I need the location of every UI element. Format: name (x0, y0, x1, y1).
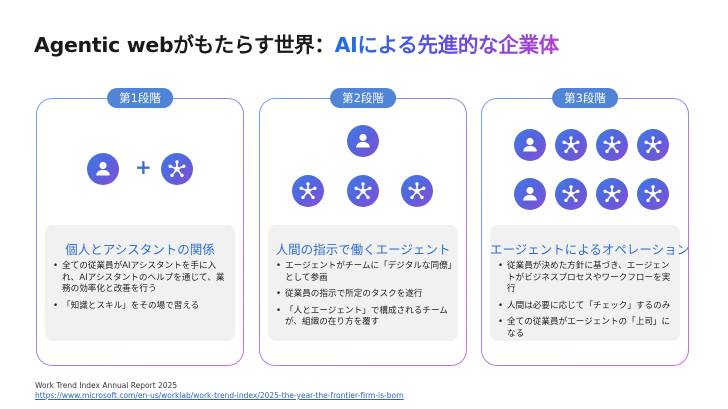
stage-1-panel: 個人とアシスタントの関係 全ての従業員がAIアシスタントを手に入れ、AIアシスタ… (45, 225, 235, 341)
stage-1-tag: 第1段階 (107, 88, 173, 108)
title-main: Agentic webがもたらす世界： (34, 33, 335, 57)
person-icon (347, 125, 379, 157)
list-item: 従業員の指示で所定のタスクを遂行 (276, 289, 452, 301)
stage-1-card: 第1段階 + 個人とアシスタントの関係 全ての従業員がAIアシスタントを手に入れ… (36, 88, 244, 366)
person-icon (514, 129, 546, 161)
agent-network-icon (292, 175, 324, 207)
list-item: 全ての従業員がAIアシスタントを手に入れ、AIアシスタントのヘルプを通じて、業務… (53, 261, 229, 296)
stage-2-panel: 人間の指示で働くエージェント エージェントがチームに「デジタルな同僚」として参画… (268, 225, 458, 341)
agent-network-icon (637, 178, 669, 210)
agent-network-icon (401, 175, 433, 207)
stage-2-bullets: エージェントがチームに「デジタルな同僚」として参画 従業員の指示で所定のタスクを… (276, 261, 452, 334)
agent-network-icon (555, 178, 587, 210)
list-item: 「人とエージェント」で構成されるチームが、組織の在り方を覆す (276, 306, 452, 329)
agent-network-icon (596, 178, 628, 210)
list-item: 全ての従業員がエージェントの「上司」になる (498, 317, 674, 340)
stage-3-bullets: 従業員が決めた方針に基づき、エージェントがビジネスプロセスやワークフローを実行 … (498, 261, 674, 345)
stage-1-bullets: 全ての従業員がAIアシスタントを手に入れ、AIアシスタントのヘルプを通じて、業務… (53, 261, 229, 317)
title-highlight: AIによる先進的な企業体 (334, 33, 560, 57)
list-item: 従業員が決めた方針に基づき、エージェントがビジネスプロセスやワークフローを実行 (498, 261, 674, 296)
stage-2-tag: 第2段階 (330, 88, 396, 108)
stage-1-heading: 個人とアシスタントの関係 (65, 242, 215, 257)
stage-3-panel: エージェントによるオペレーション 従業員が決めた方針に基づき、エージェントがビジ… (490, 225, 690, 341)
source-link[interactable]: https://www.microsoft.com/en-us/worklab/… (35, 391, 404, 400)
source-citation: Work Trend Index Annual Report 2025 (35, 381, 178, 390)
stage-3-tag: 第3段階 (552, 88, 618, 108)
person-icon (514, 178, 546, 210)
person-icon (87, 153, 119, 185)
stage-2-heading: 人間の指示で働くエージェント (275, 242, 451, 257)
list-item: 「知識とスキル」をその場で習える (53, 301, 229, 313)
agent-network-icon (161, 153, 193, 185)
stage-3-card: 第3段階 エージェントによるオペレーション 従業員が決めた方針に基づき、エージェ… (481, 88, 690, 366)
list-item: 人間は必要に応じて「チェック」するのみ (498, 301, 674, 313)
stage-3-heading: エージェントによるオペレーション (490, 242, 690, 257)
footer: Work Trend Index Annual Report 2025 http… (35, 381, 404, 401)
agent-network-icon (347, 175, 379, 207)
page-title: Agentic webがもたらす世界：AIによる先進的な企業体 (34, 28, 559, 58)
plus-icon: + (135, 155, 152, 179)
list-item: エージェントがチームに「デジタルな同僚」として参画 (276, 261, 452, 284)
agent-network-icon (637, 129, 669, 161)
agent-network-icon (596, 129, 628, 161)
agent-network-icon (555, 129, 587, 161)
stage-2-card: 第2段階 人間の指示で働くエージェント エージェントがチームに「デジタルな同僚」… (259, 88, 467, 366)
